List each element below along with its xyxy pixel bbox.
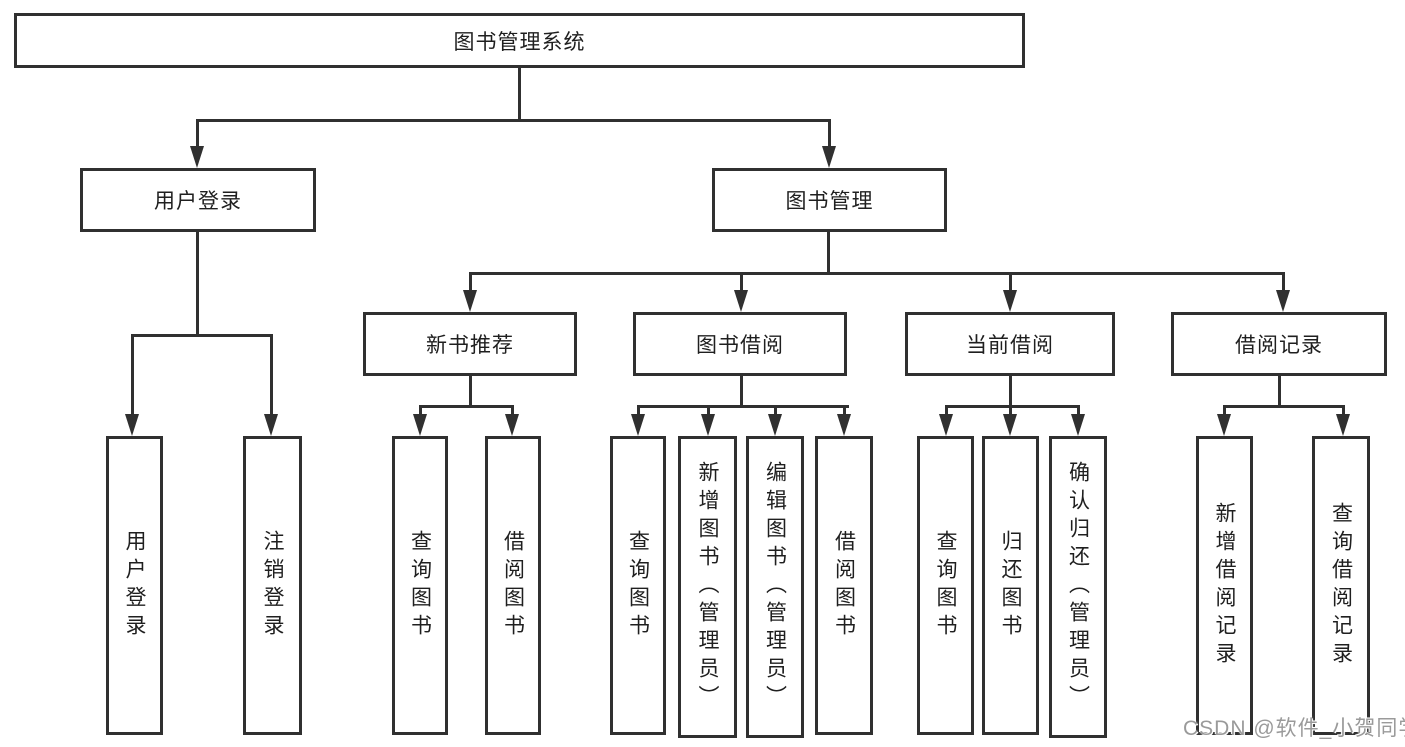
connector-line <box>1009 405 1012 417</box>
connector-line <box>132 334 273 337</box>
leaf-query-books-borrow: 查询图书 <box>610 436 666 735</box>
connector-line <box>1077 405 1080 417</box>
arrow-down-icon <box>1003 414 1017 436</box>
leaf-user-login: 用户登录 <box>106 436 163 735</box>
leaf-label: 注销登录 <box>261 529 284 642</box>
leaf-confirm-return-admin: 确认归还（管理员） <box>1049 436 1107 738</box>
node-label: 新书推荐 <box>426 334 514 357</box>
connector-line <box>1278 376 1281 406</box>
node-current-borrow: 当前借阅 <box>905 312 1115 376</box>
leaf-edit-book-admin: 编辑图书（管理员） <box>746 436 804 738</box>
connector-line <box>518 68 521 120</box>
node-label: 借阅记录 <box>1235 334 1323 357</box>
arrow-down-icon <box>125 414 139 436</box>
connector-line <box>1223 405 1226 417</box>
leaf-query-books-current: 查询图书 <box>917 436 974 735</box>
node-borrow-records: 借阅记录 <box>1171 312 1387 376</box>
connector-line <box>774 405 777 417</box>
connector-line <box>469 376 472 406</box>
leaf-query-borrow-record: 查询借阅记录 <box>1312 436 1370 735</box>
arrow-down-icon <box>505 414 519 436</box>
leaf-label: 查询借阅记录 <box>1329 501 1353 670</box>
leaf-query-books-recommend: 查询图书 <box>392 436 448 735</box>
node-book-management-label: 图书管理 <box>785 190 874 213</box>
connector-line <box>740 272 743 292</box>
arrow-down-icon <box>190 146 204 168</box>
connector-line <box>707 405 710 417</box>
leaf-label: 归还图书 <box>999 529 1022 642</box>
arrow-down-icon <box>768 414 782 436</box>
arrow-down-icon <box>264 414 278 436</box>
connector-line <box>1342 405 1345 417</box>
arrow-down-icon <box>701 414 715 436</box>
arrow-down-icon <box>837 414 851 436</box>
arrow-down-icon <box>631 414 645 436</box>
arrow-down-icon <box>822 146 836 168</box>
node-root-label: 图书管理系统 <box>453 30 586 54</box>
arrow-down-icon <box>1003 290 1017 312</box>
connector-line <box>740 376 743 406</box>
arrow-down-icon <box>939 414 953 436</box>
leaf-label: 确认归还（管理员） <box>1066 461 1090 713</box>
leaf-label: 借阅图书 <box>501 529 525 642</box>
node-new-book-recommend: 新书推荐 <box>363 312 577 376</box>
node-label: 图书借阅 <box>696 334 784 357</box>
connector-line <box>1009 376 1012 406</box>
csdn-watermark: CSDN @软件_小贺同学 <box>1183 717 1405 740</box>
connector-line <box>470 272 1284 275</box>
arrow-down-icon <box>463 290 477 312</box>
connector-line <box>945 405 1080 408</box>
node-root-system: 图书管理系统 <box>14 13 1025 68</box>
node-book-borrow: 图书借阅 <box>633 312 847 376</box>
leaf-label: 查询图书 <box>408 529 432 642</box>
connector-line <box>131 334 134 415</box>
leaf-return-book: 归还图书 <box>982 436 1039 735</box>
leaf-add-book-admin: 新增图书（管理员） <box>678 436 737 738</box>
arrow-down-icon <box>1276 290 1290 312</box>
connector-line <box>419 405 514 408</box>
leaf-label: 用户登录 <box>123 529 146 642</box>
leaf-logout: 注销登录 <box>243 436 302 735</box>
node-user-login: 用户登录 <box>80 168 316 232</box>
connector-line <box>828 119 831 147</box>
arrow-down-icon <box>413 414 427 436</box>
node-user-login-label: 用户登录 <box>154 190 242 213</box>
node-label: 当前借阅 <box>966 334 1054 357</box>
arrow-down-icon <box>1071 414 1085 436</box>
connector-line <box>270 334 273 415</box>
leaf-label: 查询图书 <box>934 529 957 642</box>
connector-line <box>1009 272 1012 292</box>
node-book-management: 图书管理 <box>712 168 947 232</box>
connector-line <box>637 405 640 417</box>
leaf-label: 新增借阅记录 <box>1213 501 1236 670</box>
connector-line <box>843 405 846 417</box>
leaf-label: 借阅图书 <box>832 529 856 642</box>
connector-line <box>469 272 472 292</box>
connector-line <box>419 405 422 417</box>
connector-line <box>637 405 849 408</box>
connector-line <box>1282 272 1285 292</box>
leaf-borrow-books-recommend: 借阅图书 <box>485 436 541 735</box>
connector-line <box>827 232 830 273</box>
connector-line <box>197 119 831 122</box>
arrow-down-icon <box>1217 414 1231 436</box>
leaf-label: 查询图书 <box>626 529 650 642</box>
leaf-label: 编辑图书（管理员） <box>763 461 787 713</box>
arrow-down-icon <box>734 290 748 312</box>
connector-line <box>196 119 199 147</box>
leaf-borrow-books: 借阅图书 <box>815 436 873 735</box>
leaf-label: 新增图书（管理员） <box>696 461 719 713</box>
connector-line <box>945 405 948 417</box>
connector-line <box>1223 405 1345 408</box>
connector-line <box>196 232 199 335</box>
connector-line <box>511 405 514 417</box>
arrow-down-icon <box>1336 414 1350 436</box>
leaf-add-borrow-record: 新增借阅记录 <box>1196 436 1253 735</box>
